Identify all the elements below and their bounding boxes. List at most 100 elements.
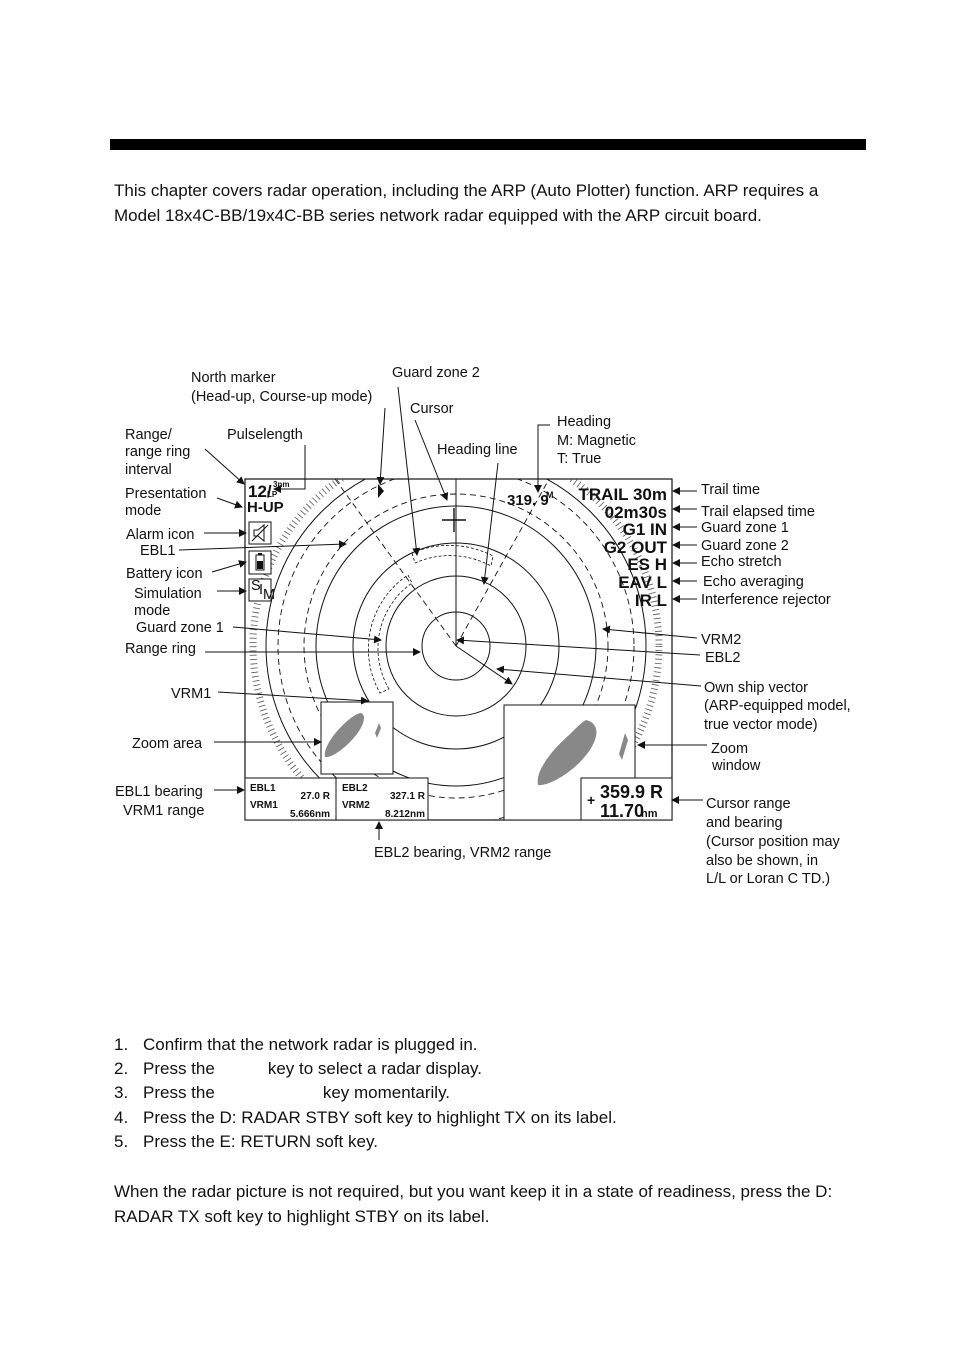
simulation-mode-label: Simulation [134,586,202,602]
north-marker-label: North marker [191,370,276,386]
step-4: 4.Press the D: RADAR STBY soft key to hi… [114,1107,617,1127]
trail-time-value: TRAIL 30m [579,485,668,504]
zoom-window-echo-small [619,733,628,760]
svg-text:also be shown, in: also be shown, in [706,853,818,869]
cursor-label: Cursor [410,401,454,417]
intro-paragraph: This chapter covers radar operation, inc… [114,181,819,225]
vrm2-range-value: 8.212nm [385,809,425,820]
zoom-area-label: Zoom area [132,736,203,752]
sim-letter-i: I [259,582,263,598]
svg-text:+: + [587,792,595,808]
pulselength-value: LP [267,490,278,499]
cursor-range-value: 11.70 [600,801,644,821]
ebl2-vrm2-box: EBL2 327.1 R VRM2 8.212nm [335,777,429,821]
trail-elapsed-label: Trail elapsed time [701,504,815,520]
range-interval-label: Range/ [125,427,173,443]
svg-text:(Cursor position may: (Cursor position may [706,834,841,850]
svg-text:mode: mode [134,603,170,619]
callout-leaders [178,386,707,840]
echo-stretch-status: ES H [627,555,667,574]
svg-text:nm: nm [641,808,658,820]
step-5: 5.Press the E: RETURN soft key. [114,1131,378,1151]
guard-zone-1 [367,574,413,694]
ebl1-label: EBL1 [140,543,175,559]
svg-text:EBL1: EBL1 [250,783,276,794]
heading-label: Heading [557,414,611,430]
heading-reference: M [546,490,554,500]
alarm-icon [248,521,272,545]
battery-icon-label: Battery icon [126,566,203,582]
vrm1-range-label: VRM1 range [123,803,204,819]
zoom-area-echo-small [375,723,381,738]
ebl1-bearing-value: 27.0 R [301,791,331,802]
svg-text:EBL2: EBL2 [342,783,368,794]
svg-text:(ARP-equipped model,: (ARP-equipped model, [704,698,851,714]
cursor-bearing-value: 359.9 R [600,782,663,802]
trail-elapsed-value: 02m30s [605,503,667,522]
svg-text:(Head-up, Course-up mode): (Head-up, Course-up mode) [191,389,372,405]
alarm-icon-label: Alarm icon [126,527,195,543]
svg-text:window: window [711,758,761,774]
procedure-steps: 1.Confirm that the network radar is plug… [114,1033,617,1154]
svg-text:true vector mode): true vector mode) [704,717,818,733]
zoom-window-echo [537,720,597,786]
interference-rejector-status: IR L [635,591,667,610]
svg-text:range ring: range ring [125,444,190,460]
guard-zone-2 [411,544,494,567]
ring-interval-value: 3nm [273,480,289,489]
svg-text:L/L or Loran C TD.): L/L or Loran C TD.) [706,871,830,887]
cursor-readout-box: + 359.9 R 11.70 nm [580,777,673,821]
simulation-mode-icon: S I M [248,578,275,603]
step-1: 1.Confirm that the network radar is plug… [114,1035,478,1054]
own-ship-vector [455,645,513,685]
battery-icon [248,550,272,575]
ebl1-line [334,479,457,647]
svg-text:VRM1: VRM1 [250,800,278,811]
echo-averaging-label: Echo averaging [703,574,804,590]
svg-text:M: Magnetic: M: Magnetic [557,433,636,449]
ebl2-bearing-value: 327.1 R [390,791,426,802]
pulselength-label: Pulselength [227,427,303,443]
guard-zone-2-top-label: Guard zone 2 [392,365,480,381]
closing-paragraph: When the radar picture is not required, … [114,1182,833,1226]
range-value: 12/ [248,482,272,501]
presentation-mode-label: Presentation [125,486,206,502]
guard-zone-2-right-label: Guard zone 2 [701,538,789,554]
zoom-window-label: Zoom [711,741,748,757]
range-ring-label: Range ring [125,641,196,657]
bearing-scale [249,479,663,820]
svg-text:mode: mode [125,503,161,519]
echo-stretch-label: Echo stretch [701,554,782,570]
trail-time-label: Trail time [701,482,760,498]
guard-zone-1-left-label: Guard zone 1 [136,620,224,636]
svg-text:T: True: T: True [557,451,601,467]
presentation-mode-value: H-UP [247,499,284,516]
vrm1-label: VRM1 [171,686,211,702]
own-ship-vector-label: Own ship vector [704,680,808,696]
vrm2-label: VRM2 [701,632,741,648]
heading-value: 319. 9 [507,492,549,509]
svg-text:interval: interval [125,462,172,478]
vrm1-range-value: 5.666nm [290,809,330,820]
svg-text:and bearing: and bearing [706,815,783,831]
ebl1-vrm1-box: EBL1 27.0 R VRM1 5.666nm [244,777,337,821]
zoom-area-echo [324,713,364,758]
vrm1-circle [277,479,635,820]
chapter-title-bar [110,139,866,150]
ebl2-label: EBL2 [705,650,740,666]
guard-zone-1-right-label: Guard zone 1 [701,520,789,536]
echo-averaging-status: EAV L [618,573,667,592]
ebl2-line [455,479,550,647]
north-marker-icon [378,484,384,498]
interference-rejector-label: Interference rejector [701,592,831,608]
sim-letter-s: S [251,578,261,594]
guard-zone-2-status: G2 OUT [604,538,668,557]
heading-line-label: Heading line [437,442,518,458]
svg-text:VRM2: VRM2 [342,800,370,811]
radar-picture [249,479,663,820]
cursor-range-bearing-label: Cursor range [706,796,791,812]
sim-letter-m: M [263,587,275,603]
